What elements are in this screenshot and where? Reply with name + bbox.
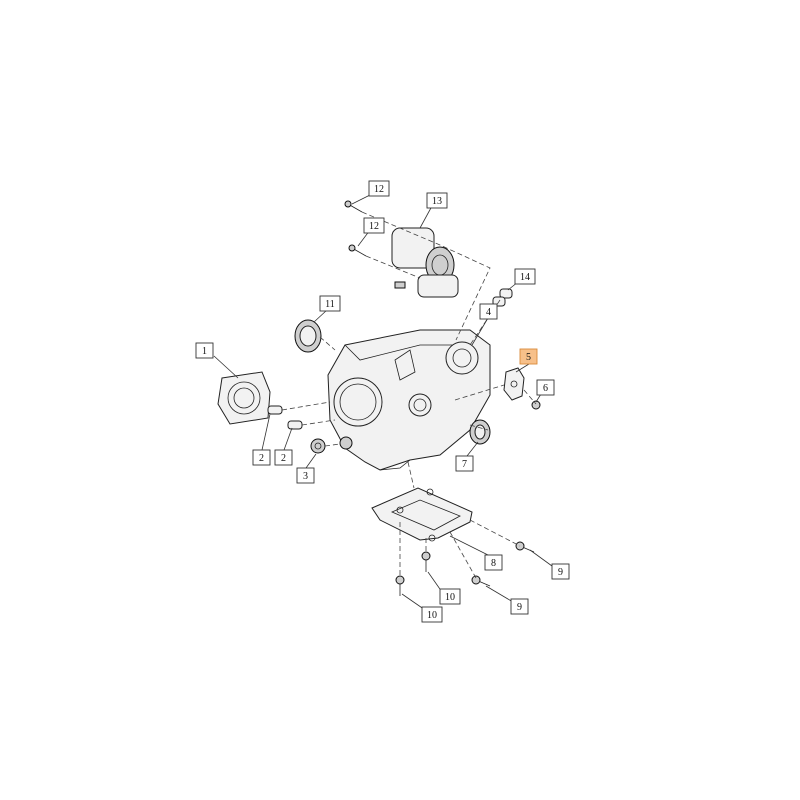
callout-label: 2 — [281, 453, 286, 464]
bolt-part-10b — [421, 551, 431, 572]
callout-label: 10 — [427, 610, 437, 621]
bushing-part-14 — [492, 288, 513, 307]
bolt-part-9b — [471, 575, 491, 587]
callout-label: 12 — [374, 184, 384, 195]
callout-1: 1 — [195, 342, 214, 359]
drain-plug-part-3 — [310, 438, 326, 454]
callout-label: 12 — [369, 221, 379, 232]
crankcase-body — [327, 329, 491, 471]
callout-9b: 9 — [510, 598, 529, 615]
dowel-pin-part-2b — [287, 420, 303, 430]
callout-11: 11 — [319, 295, 341, 312]
callout-7: 7 — [455, 455, 474, 472]
callout-2b: 2 — [274, 449, 293, 466]
screw-part-6 — [531, 400, 541, 410]
callout-label: 8 — [491, 558, 496, 569]
bracket-part-5 — [503, 367, 525, 401]
callout-label: 3 — [303, 471, 308, 482]
callout-3: 3 — [296, 467, 315, 484]
callout-12b: 12 — [363, 217, 385, 234]
callout-10b: 10 — [439, 588, 461, 605]
callout-label: 7 — [462, 459, 467, 470]
gasket-part-1 — [217, 371, 271, 425]
callout-8: 8 — [484, 554, 503, 571]
callout-14: 14 — [514, 268, 536, 285]
callout-label: 6 — [543, 383, 548, 394]
plug-seat — [339, 436, 353, 450]
callout-10a: 10 — [421, 606, 443, 623]
callout-12a: 12 — [368, 180, 390, 197]
assembly-dash-lines — [281, 211, 537, 579]
callout-4: 4 — [479, 303, 498, 320]
callout-label: 9 — [558, 567, 563, 578]
callout-6: 6 — [536, 379, 555, 396]
callout-label: 14 — [520, 272, 530, 283]
bolt-part-10a — [395, 575, 405, 596]
callout-label: 4 — [486, 307, 491, 318]
dowel-pin-part-2a — [267, 405, 283, 415]
callout-label: 5 — [526, 352, 531, 363]
callout-label: 1 — [202, 346, 207, 357]
callout-label: 10 — [445, 592, 455, 603]
callout-5-highlighted: 5 — [519, 348, 538, 365]
base-plate-part-8 — [371, 487, 473, 542]
callout-leaders — [213, 193, 553, 613]
callout-label: 13 — [432, 196, 442, 207]
callout-9a: 9 — [551, 563, 570, 580]
bolt-part-12a — [344, 200, 363, 213]
callout-2a: 2 — [252, 449, 271, 466]
oil-seal-part-7 — [469, 419, 491, 445]
oil-seal-part-11 — [294, 319, 322, 353]
bolt-part-12b — [348, 244, 367, 257]
callout-label: 9 — [517, 602, 522, 613]
callout-label: 11 — [325, 299, 335, 310]
callout-label: 2 — [259, 453, 264, 464]
callout-13: 13 — [426, 192, 448, 209]
